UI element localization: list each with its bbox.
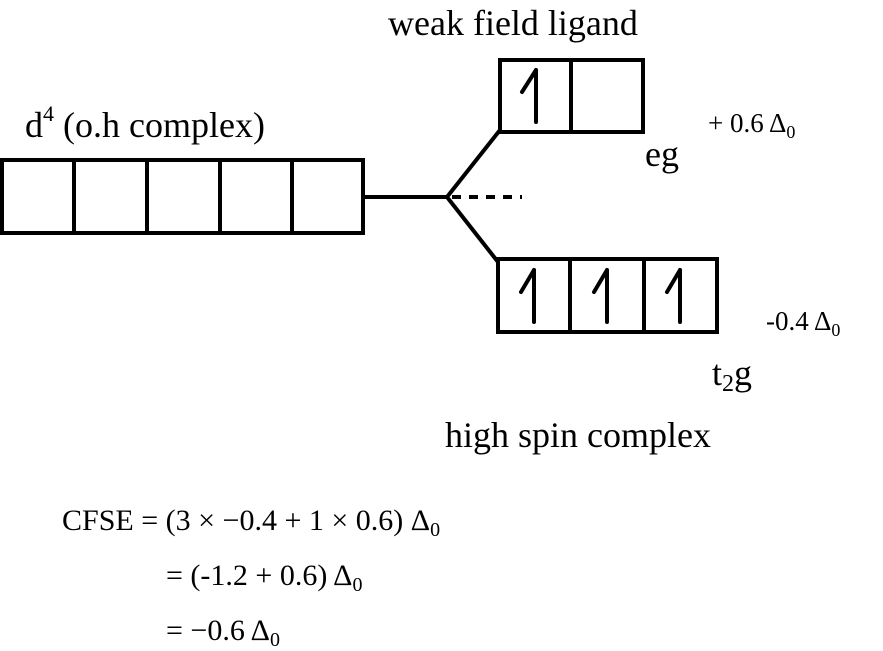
spin-label: high spin complex (445, 415, 711, 455)
degenerate-d-orbitals (0, 158, 365, 235)
cfse-line-1: CFSE = (3 × −0.4 + 1 × 0.6) Δ0 (62, 504, 440, 541)
weak-field-title: weak field ligand (388, 3, 638, 43)
spin-up-arrow-icon (592, 268, 609, 324)
cfse-line-3: = −0.6 Δ0 (166, 614, 280, 651)
eg-orbitals (498, 58, 645, 134)
t2g-energy: -0.4 Δ0 (766, 306, 840, 340)
splitting-lines (363, 128, 522, 264)
eg-label: eg (645, 134, 679, 174)
cfse-line-2: = (-1.2 + 0.6) Δ0 (166, 559, 362, 596)
spin-up-arrow-icon (520, 68, 538, 124)
t2g-orbitals (496, 257, 719, 334)
spin-up-arrow-icon (519, 268, 536, 324)
d4-label: d4 (o.h complex) (25, 101, 265, 145)
t2g-label: t2g (712, 353, 752, 397)
spin-up-arrow-icon (665, 268, 682, 324)
eg-energy: + 0.6 Δ0 (708, 108, 795, 142)
